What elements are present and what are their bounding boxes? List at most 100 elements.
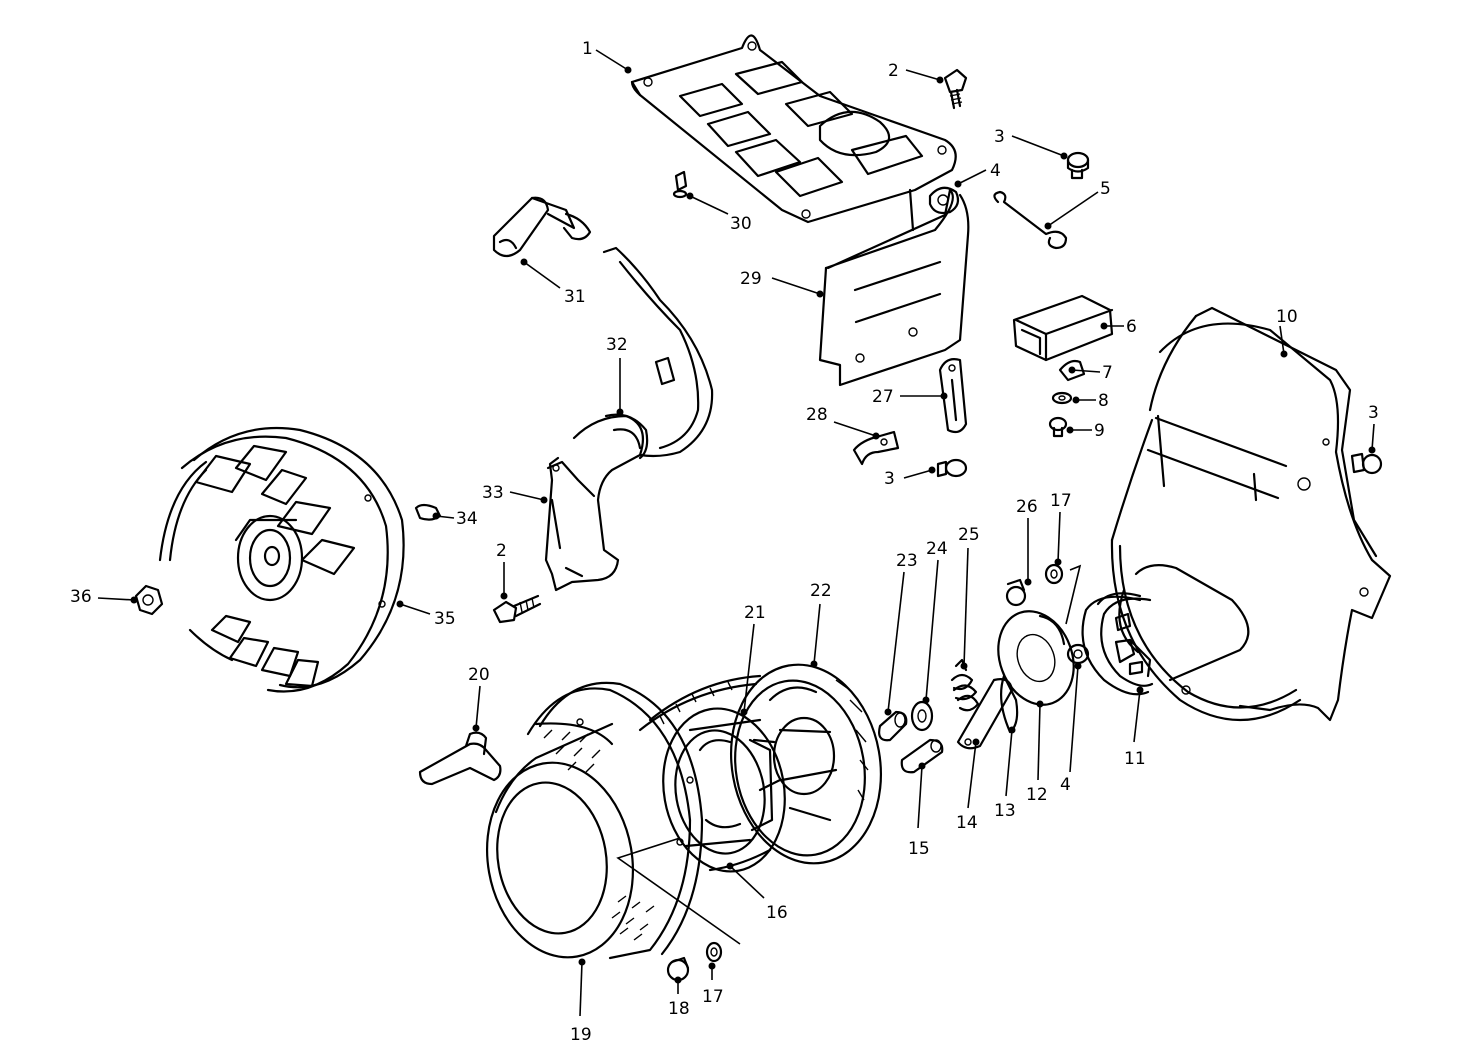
part-26-screw — [1005, 578, 1027, 607]
svg-text:10: 10 — [1276, 307, 1298, 327]
svg-text:32: 32 — [606, 335, 628, 355]
svg-text:34: 34 — [456, 509, 478, 529]
svg-text:36: 36 — [70, 587, 92, 607]
callout-23: 23 — [884, 551, 918, 716]
callout-9: 9 — [1066, 421, 1105, 441]
part-23-bushing — [878, 710, 908, 742]
callout-4-lower: 4 — [1060, 662, 1082, 795]
svg-text:20: 20 — [468, 665, 490, 685]
callout-7: 7 — [1068, 363, 1113, 383]
svg-text:17: 17 — [1050, 491, 1072, 511]
part-29-deflector-plate — [818, 186, 970, 387]
callout-6: 6 — [1100, 317, 1137, 337]
callout-15: 15 — [908, 762, 930, 859]
part-5-spring-clip — [993, 190, 1068, 250]
part-36-nut — [134, 584, 164, 616]
svg-text:31: 31 — [564, 287, 586, 307]
svg-text:4: 4 — [990, 161, 1001, 181]
callout-5: 5 — [1044, 179, 1111, 230]
callout-27: 27 — [872, 387, 948, 407]
part-2-bolt-top — [943, 68, 968, 110]
callout-26: 26 — [1016, 497, 1038, 586]
assembly-line-lower — [616, 837, 741, 945]
callout-2-lower: 2 — [496, 541, 508, 600]
part-3-screw-right — [1350, 452, 1383, 475]
svg-text:29: 29 — [740, 269, 762, 289]
part-30-pin — [672, 170, 688, 199]
svg-text:35: 35 — [434, 609, 456, 629]
svg-text:2: 2 — [496, 541, 507, 561]
part-20-starter-handle — [418, 731, 502, 786]
callout-12: 12 — [1026, 700, 1048, 805]
callout-28: 28 — [806, 405, 880, 440]
callout-16: 16 — [726, 862, 788, 923]
callout-36: 36 — [70, 587, 138, 607]
part-22-pulley — [729, 663, 883, 865]
callout-13: 13 — [994, 726, 1016, 821]
callout-21: 21 — [740, 603, 766, 716]
part-15-pin — [900, 738, 944, 774]
callout-29: 29 — [740, 269, 824, 298]
callout-25: 25 — [958, 525, 980, 670]
svg-text:14: 14 — [956, 813, 978, 833]
callout-1: 1 — [582, 39, 632, 74]
callout-11: 11 — [1124, 686, 1146, 769]
part-3-screw-top — [1066, 151, 1090, 180]
part-17-washer-lower — [705, 941, 723, 963]
part-1-cover-plate — [630, 34, 957, 224]
svg-text:28: 28 — [806, 405, 828, 425]
part-24-washer — [910, 700, 934, 732]
svg-text:25: 25 — [958, 525, 980, 545]
callout-24: 24 — [922, 539, 948, 704]
svg-text:21: 21 — [744, 603, 766, 623]
part-4-nut-lower — [1066, 643, 1090, 665]
svg-text:17: 17 — [702, 987, 724, 1007]
part-33-ignition-coil — [544, 356, 676, 592]
callout-31: 31 — [520, 258, 586, 307]
svg-text:22: 22 — [810, 581, 832, 601]
svg-text:30: 30 — [730, 214, 752, 234]
callout-18: 18 — [668, 976, 690, 1019]
part-14-pawl-arm — [956, 678, 1014, 750]
callout-3-right: 3 — [1368, 403, 1379, 454]
part-10-blower-housing — [1096, 306, 1392, 722]
part-27-strap — [938, 358, 968, 434]
svg-text:13: 13 — [994, 801, 1016, 821]
callout-3-top: 3 — [994, 127, 1068, 160]
svg-text:12: 12 — [1026, 785, 1048, 805]
callout-17-upper: 17 — [1050, 491, 1072, 566]
callout-35: 35 — [396, 600, 456, 629]
callout-34: 34 — [432, 509, 478, 529]
part-35-flywheel — [158, 426, 405, 693]
svg-text:18: 18 — [668, 999, 690, 1019]
part-21-spring-cup — [662, 707, 786, 873]
callout-10: 10 — [1276, 307, 1298, 358]
part-2-bolt-lower — [492, 594, 542, 624]
svg-text:7: 7 — [1102, 363, 1113, 383]
callout-19: 19 — [570, 958, 592, 1045]
svg-text:2: 2 — [888, 61, 899, 81]
callout-4-top: 4 — [954, 161, 1001, 188]
svg-text:26: 26 — [1016, 497, 1038, 517]
svg-text:27: 27 — [872, 387, 894, 407]
callout-33: 33 — [482, 483, 548, 504]
part-8-washer — [1051, 391, 1073, 405]
callout-2-top: 2 — [888, 61, 944, 84]
callout-17-lower: 17 — [702, 962, 724, 1007]
callout-8: 8 — [1072, 391, 1109, 411]
svg-text:23: 23 — [896, 551, 918, 571]
part-28-clamp — [852, 430, 900, 466]
callouts: 1 2 3 4 5 30 31 29 6 10 7 8 9 3 32 27 28… — [70, 39, 1379, 1045]
callout-3-mid: 3 — [884, 466, 936, 489]
part-9-screw — [1048, 416, 1068, 438]
svg-text:1: 1 — [582, 39, 593, 59]
svg-text:5: 5 — [1100, 179, 1111, 199]
callout-20: 20 — [468, 665, 490, 732]
svg-text:8: 8 — [1098, 391, 1109, 411]
part-12-plate — [997, 610, 1075, 706]
part-19-starter-housing — [485, 681, 704, 960]
part-17-washer-upper — [1044, 563, 1082, 625]
part-3-screw-mid — [936, 458, 968, 478]
part-31-plug-boot — [492, 196, 714, 458]
svg-text:4: 4 — [1060, 775, 1071, 795]
